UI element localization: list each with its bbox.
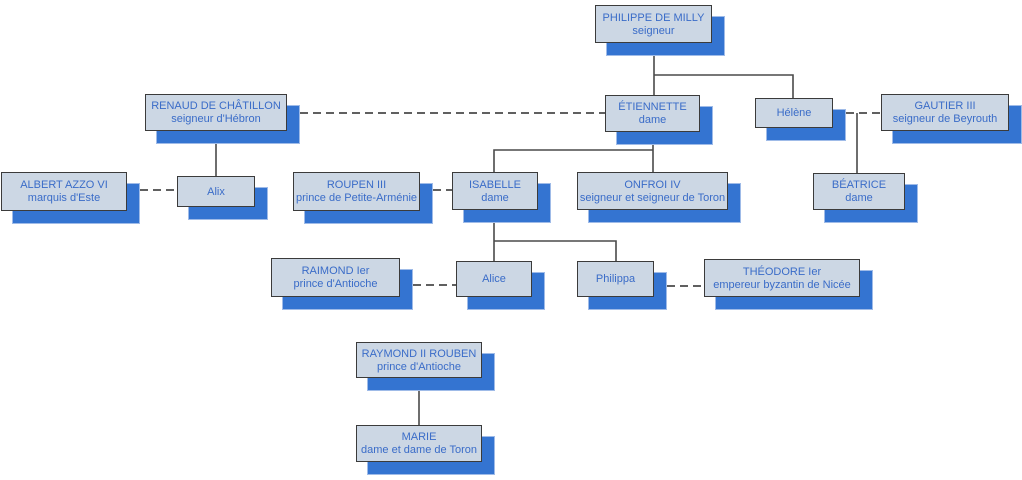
- person-name: ONFROI IV: [624, 178, 681, 191]
- node-alix[interactable]: Alix: [177, 176, 255, 207]
- person-name: Hélène: [776, 107, 812, 119]
- person-name: THÉODORE Ier: [742, 265, 822, 278]
- person-name: Philippa: [595, 273, 636, 285]
- person-name: RENAUD DE CHÂTILLON: [151, 100, 281, 112]
- node-helene[interactable]: Hélène: [755, 98, 833, 128]
- person-subtitle: seigneur et seigneur de Toron: [579, 191, 726, 204]
- person-subtitle: seigneur d'Hébron: [171, 113, 261, 125]
- person-name: RAYMOND II ROUBEN: [361, 347, 477, 360]
- person-name: ALBERT AZZO VI: [20, 179, 108, 191]
- person-name: MARIE: [401, 431, 437, 443]
- person-name: Alix: [207, 185, 225, 198]
- person-subtitle: prince d'Antioche: [376, 360, 462, 373]
- person-name: RAIMOND Ier: [301, 265, 370, 277]
- person-subtitle: prince d'Antioche: [293, 278, 378, 290]
- person-subtitle: prince de Petite-Arménie: [295, 192, 418, 204]
- person-subtitle: seigneur: [632, 24, 675, 37]
- person-subtitle: seigneur de Beyrouth: [892, 113, 998, 125]
- person-subtitle: dame et dame de Toron: [361, 444, 477, 456]
- node-alice[interactable]: Alice: [456, 261, 532, 297]
- edge-philippe-to-helene: [654, 74, 794, 98]
- person-name: ROUPEN III: [326, 179, 387, 191]
- person-name: ÉTIENNETTE: [618, 101, 687, 113]
- person-name: Alice: [482, 273, 506, 285]
- person-subtitle: marquis d'Este: [27, 192, 101, 204]
- person-name: PHILIPPE DE MILLY: [602, 11, 705, 24]
- person-name: ISABELLE: [469, 178, 521, 191]
- person-name: BÉATRICE: [831, 179, 887, 191]
- person-subtitle: dame: [638, 114, 667, 126]
- person-name: GAUTIER III: [914, 100, 976, 112]
- person-subtitle: empereur byzantin de Nicée: [713, 278, 851, 291]
- node-philippa[interactable]: Philippa: [577, 261, 654, 297]
- person-subtitle: dame: [845, 192, 873, 204]
- edge-isabelle-to-philippa: [494, 240, 617, 261]
- edge-etiennette-to-isabelle: [493, 149, 653, 172]
- person-subtitle: dame: [481, 191, 509, 204]
